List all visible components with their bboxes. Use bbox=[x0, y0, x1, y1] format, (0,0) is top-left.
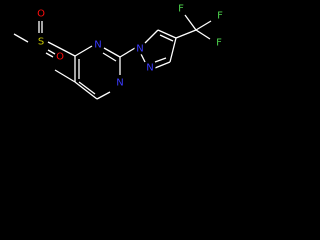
bond-pz-c4-c3 bbox=[169, 37, 177, 63]
atom-label-background bbox=[114, 77, 126, 89]
atom-f-label: F bbox=[217, 11, 223, 22]
atom-label-background bbox=[35, 8, 47, 20]
atom-n-label: N bbox=[116, 78, 123, 89]
bond-pz-c5-c4-inner bbox=[159, 34, 174, 42]
bond-pz-n1-c5 bbox=[144, 29, 159, 44]
bond-c4-cf3 bbox=[175, 29, 197, 39]
atom-label-background bbox=[92, 39, 104, 51]
atom-label-background bbox=[213, 37, 225, 49]
atom-f-label: F bbox=[216, 38, 222, 49]
atom-label-background bbox=[54, 51, 66, 63]
bond-c6-c5-inner bbox=[78, 81, 96, 95]
bond-n3-c2 bbox=[103, 47, 121, 58]
bond-c6-c5 bbox=[74, 81, 98, 100]
bond-s-o2 bbox=[45, 52, 54, 58]
bond-c4-n3 bbox=[74, 45, 93, 57]
bond-layer bbox=[13, 14, 212, 100]
bond-cf3-f1 bbox=[184, 14, 197, 31]
bond-n1-c6 bbox=[96, 91, 111, 100]
atom-label-background bbox=[144, 62, 156, 74]
bond-pz-c3-n2-inner bbox=[154, 57, 167, 63]
atom-n-label: N bbox=[146, 63, 153, 74]
bond-pz-c5-c4 bbox=[157, 29, 177, 39]
atom-n-label: N bbox=[94, 40, 101, 51]
bond-cf3-f2 bbox=[195, 29, 211, 40]
atom-n-label: N bbox=[136, 44, 143, 55]
background bbox=[0, 0, 236, 121]
bond-pz-n2-n1 bbox=[140, 53, 146, 63]
atom-label-background bbox=[134, 43, 146, 55]
bond-s-c4 bbox=[47, 41, 76, 57]
bond-n3-c2-inner bbox=[102, 52, 117, 62]
bond-pz-c3-n2 bbox=[154, 61, 171, 69]
atom-f-label: F bbox=[178, 4, 184, 15]
atom-o-label: O bbox=[56, 52, 64, 63]
atom-label-background bbox=[35, 36, 47, 48]
atom-o-label: O bbox=[37, 9, 45, 20]
atom-label-background bbox=[175, 3, 187, 15]
bond-c5-methyl bbox=[54, 69, 76, 83]
bond-cf3-f3 bbox=[195, 20, 212, 31]
atom-s-label: S bbox=[38, 37, 44, 48]
atom-label-background bbox=[214, 10, 226, 22]
bond-methyl-s bbox=[13, 33, 29, 43]
bond-c2-pyrazole bbox=[119, 47, 136, 58]
bond-s-o2 bbox=[47, 49, 56, 55]
